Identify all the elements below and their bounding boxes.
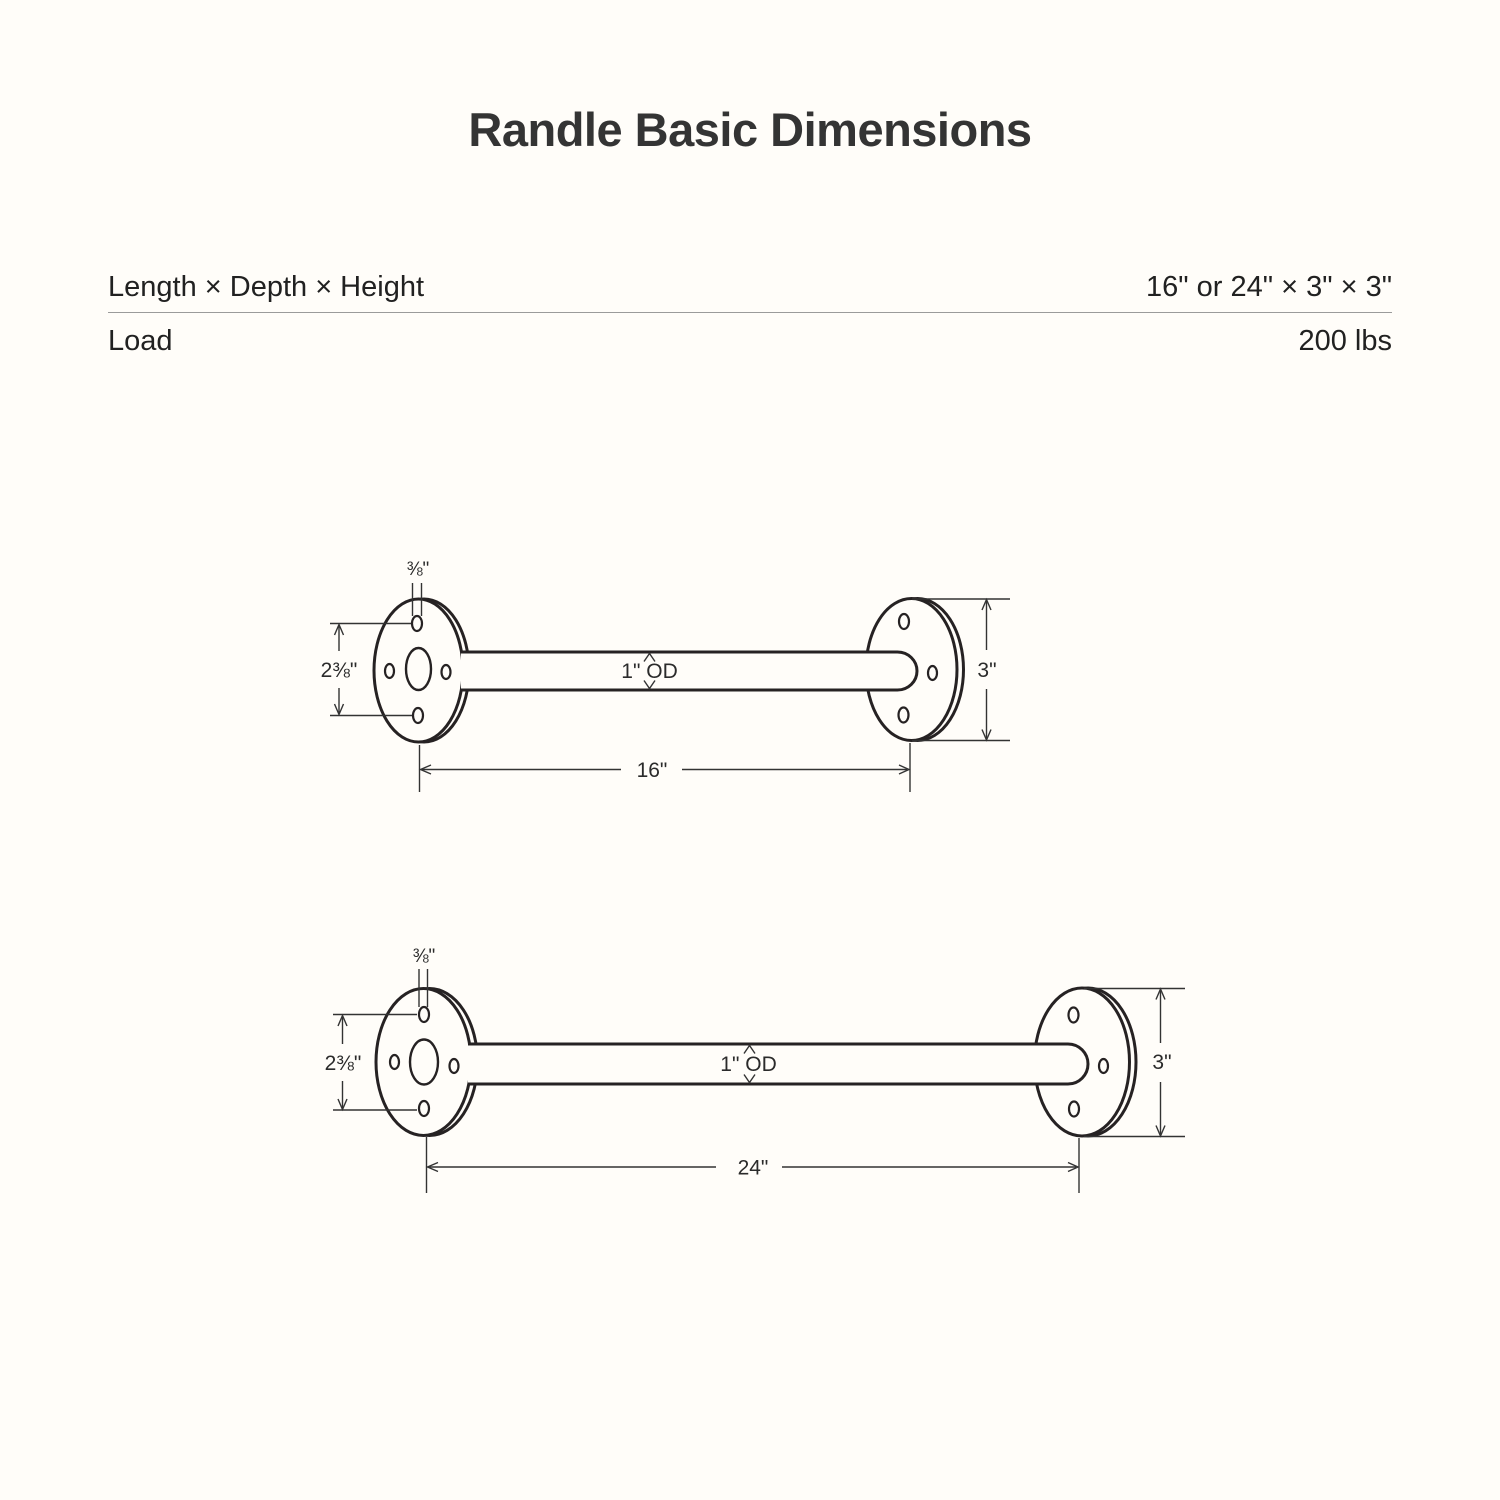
dim-length-label-16: 16"	[637, 759, 668, 782]
dim-bar-od-label-16: 1" OD	[621, 660, 677, 683]
dim-hole-diameter-24	[418, 969, 429, 1007]
spec-value-dimensions: 16" or 24" × 3" × 3"	[1146, 270, 1392, 303]
screw-hole-top	[897, 612, 911, 631]
center-hole	[404, 646, 433, 692]
screw-hole-top	[1067, 1006, 1080, 1024]
spec-label-dimensions: Length × Depth × Height	[108, 270, 425, 303]
screw-hole-left	[388, 1053, 401, 1071]
diagram-16-inch: ⅜" 2⅜" 1" OD 3"	[321, 559, 1010, 792]
screw-hole-middle	[926, 664, 939, 682]
dim-hole-diameter-label-16: ⅜"	[407, 559, 430, 580]
right-flange-holes-16	[897, 612, 939, 724]
screw-hole-left	[383, 662, 396, 680]
screw-hole-bottom	[411, 706, 425, 725]
screw-hole-bottom	[1067, 1100, 1081, 1118]
dim-hole-spacing-24	[333, 1013, 417, 1112]
screw-hole-bottom	[897, 706, 910, 724]
dim-length-16	[418, 743, 911, 792]
spec-label-load: Load	[108, 325, 173, 357]
page-title: Randle Basic Dimensions	[468, 103, 1032, 156]
dim-bar-od-label-24: 1" OD	[720, 1053, 776, 1076]
grab-bar-16	[461, 650, 919, 692]
center-hole	[408, 1038, 440, 1086]
spec-table: Length × Depth × Height 16" or 24" × 3" …	[108, 262, 1392, 370]
dim-hole-spacing-16	[330, 622, 412, 717]
dim-flange-height-16	[912, 597, 1010, 742]
screw-hole-right	[448, 1057, 460, 1075]
dim-hole-diameter-16	[411, 583, 423, 616]
screw-hole-right	[440, 663, 452, 681]
dim-length-label-24: 24"	[738, 1157, 769, 1180]
dim-bar-od-16	[643, 652, 656, 690]
screw-hole-middle	[1097, 1057, 1110, 1075]
screw-hole-top	[417, 1005, 431, 1024]
screw-hole-top	[410, 614, 424, 633]
left-wall-flange-16	[372, 597, 471, 744]
diagram-24-inch: ⅜" 2⅜" 1" OD 3"	[325, 946, 1185, 1193]
screw-hole-bottom	[417, 1099, 431, 1118]
dim-flange-height-label-16: 3"	[977, 659, 996, 682]
spec-value-load: 200 lbs	[1298, 325, 1392, 357]
dim-flange-height-label-24: 3"	[1152, 1051, 1171, 1074]
dim-hole-spacing-label-24: 2⅜"	[325, 1052, 362, 1075]
left-wall-flange-24	[374, 987, 479, 1137]
dim-flange-height-24	[1084, 987, 1185, 1138]
spec-row-dimensions: Length × Depth × Height 16" or 24" × 3" …	[108, 262, 1392, 313]
spec-row-load: Load 200 lbs	[108, 313, 1392, 370]
dim-length-24	[425, 1137, 1080, 1193]
right-flange-holes-24	[1067, 1006, 1110, 1118]
grab-bar-24	[468, 1042, 1090, 1086]
dim-hole-spacing-label-16: 2⅜"	[321, 659, 358, 682]
dim-hole-diameter-label-24: ⅜"	[413, 946, 436, 967]
dim-bar-od-24	[743, 1044, 756, 1084]
